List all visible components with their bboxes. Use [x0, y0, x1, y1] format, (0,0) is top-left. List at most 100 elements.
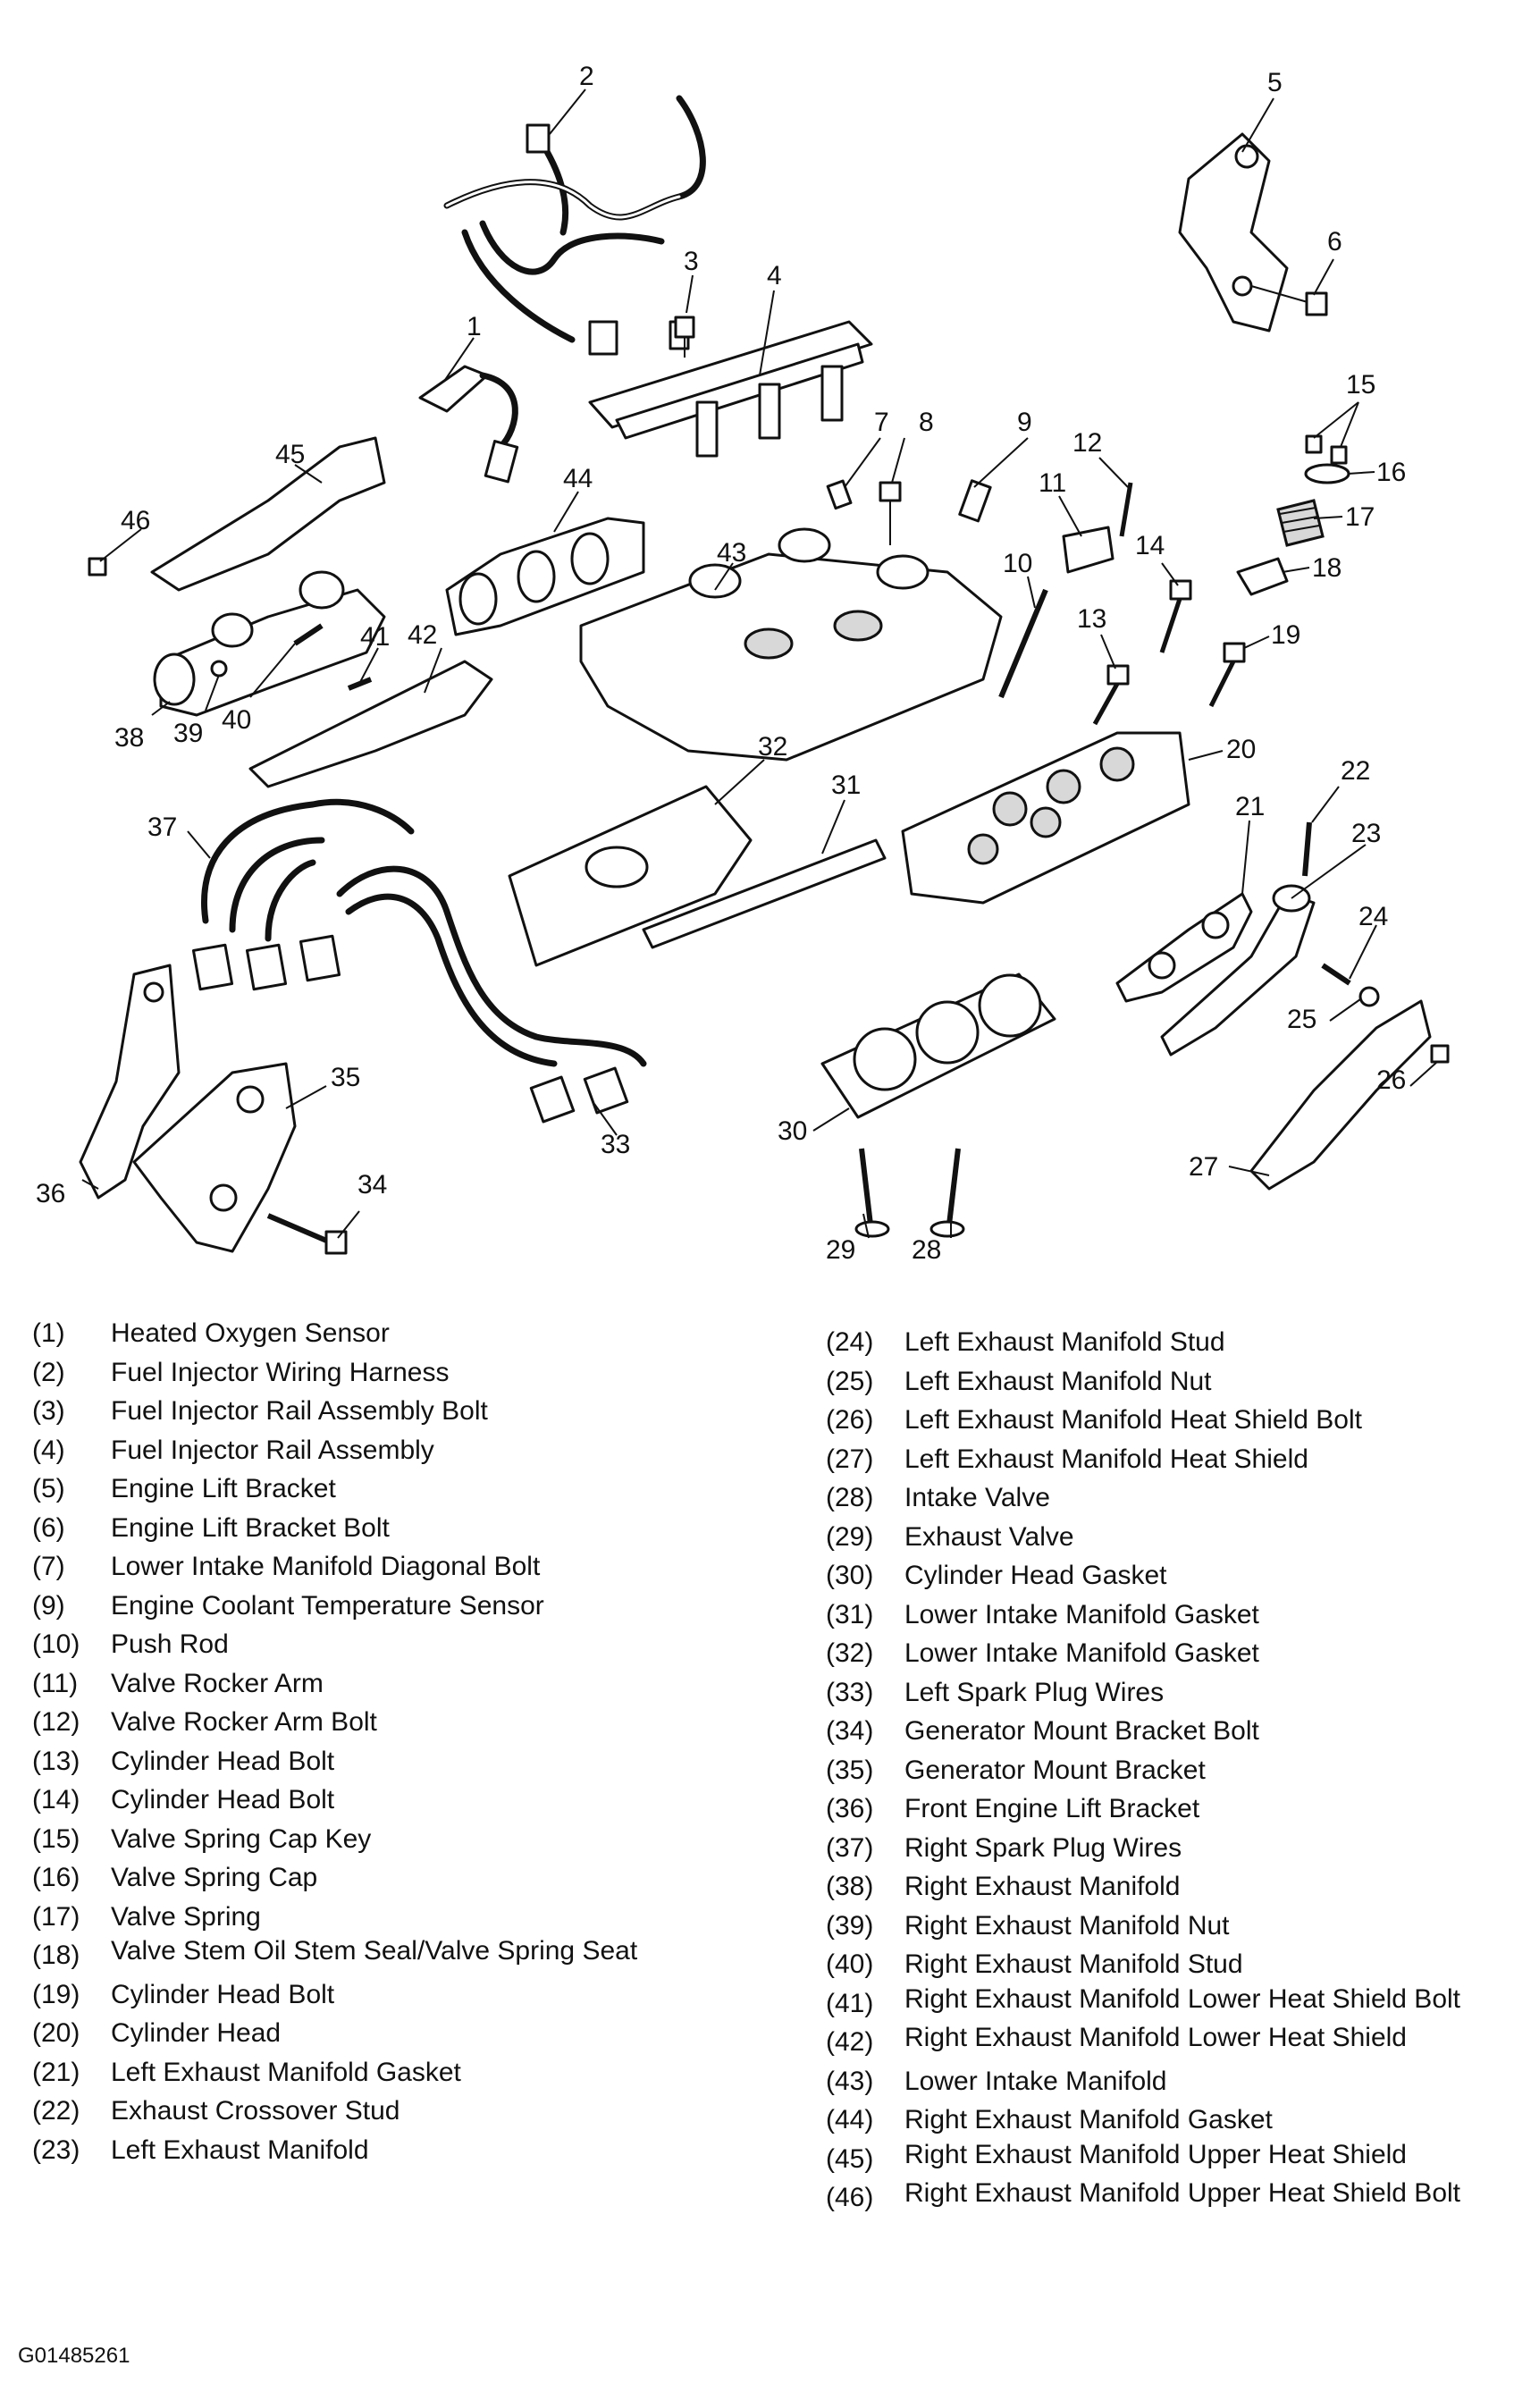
callout-leaders [81, 88, 1438, 1239]
legend-item: (17)Valve Spring [32, 1898, 683, 1937]
part-front-engine-lift-bracket [79, 964, 181, 1200]
legend-item-number: (36) [826, 1794, 874, 1823]
legend-item: (13)Cylinder Head Bolt [32, 1742, 683, 1781]
part-fuel-rail-bolt [674, 316, 695, 358]
legend-item-label: Right Exhaust Manifold Nut [904, 1910, 1230, 1941]
legend-item: (21) Left Exhaust Manifold Gasket [32, 2053, 683, 2092]
callout-26: 26 [1376, 1065, 1406, 1095]
legend-item-label: Push Rod [111, 1629, 229, 1659]
legend-item-number: (44) [826, 2105, 874, 2134]
legend-item-label: Fuel Injector Rail Assembly Bolt [111, 1396, 488, 1426]
legend-item-label: Right Spark Plug Wires [904, 1832, 1182, 1863]
callout-14: 14 [1135, 531, 1165, 560]
legend-item-number: (14) [32, 1785, 80, 1814]
legend-item-number: (9) [32, 1590, 65, 1621]
legend-item: (39)Right Exhaust Manifold Nut [826, 1907, 1476, 1946]
callout-35: 35 [331, 1063, 360, 1092]
legend-item-number: (32) [826, 1638, 874, 1668]
legend-item-number: (16) [32, 1863, 80, 1892]
part-push-rod [998, 588, 1048, 699]
part-left-exhaust-manifold-gasket [1115, 892, 1253, 1003]
legend-item-number: (7) [32, 1552, 65, 1581]
legend-item-label: Generator Mount Bracket Bolt [904, 1716, 1259, 1746]
legend-item-label: Left Exhaust Manifold Heat Shield [904, 1444, 1308, 1474]
legend-item: (32)Lower Intake Manifold Gasket [826, 1634, 1476, 1673]
legend-item-number: (6) [32, 1512, 65, 1543]
callout-32: 32 [758, 732, 787, 762]
legend-item-label: Front Engine Lift Bracket [904, 1794, 1200, 1823]
part-engine-lift-bracket [1178, 132, 1289, 333]
exploded-engine-diagram: 1 2 3 4 5 6 7 8 9 10 11 12 13 14 15 16 1… [36, 62, 1450, 1265]
callout-3: 3 [684, 247, 699, 276]
legend-item-number: (28) [826, 1483, 874, 1512]
callout-29: 29 [826, 1235, 855, 1265]
callout-9: 9 [1017, 408, 1032, 437]
part-bolt-8 [879, 481, 902, 545]
callout-19: 19 [1271, 620, 1300, 650]
legend-item-label: Cylinder Head Bolt [111, 1746, 335, 1776]
callout-31: 31 [831, 770, 861, 800]
legend-item-label: Heated Oxygen Sensor [111, 1318, 390, 1348]
part-exhaust-valve [854, 1148, 890, 1238]
part-right-exhaust-manifold [153, 570, 386, 717]
part-generator-mount-bracket-bolt [266, 1213, 348, 1255]
callout-37: 37 [147, 812, 177, 842]
legend-item-label: Valve Spring Cap [111, 1863, 318, 1892]
legend-item: (1)Heated Oxygen Sensor [32, 1314, 683, 1353]
part-intake-valve [929, 1148, 965, 1238]
legend-item-number: (18) [32, 1941, 80, 1970]
legend-item-label: Left Exhaust Manifold Stud [904, 1327, 1225, 1357]
part-lower-intake-diagonal-bolt [826, 479, 853, 510]
part-generator-mount-bracket [132, 1062, 297, 1253]
legend-item-number: (4) [32, 1435, 65, 1465]
legend-item-label: Right Exhaust Manifold Lower Heat Shield [904, 2023, 1407, 2052]
part-cylinder-head-bolt-19 [1208, 642, 1246, 708]
part-left-exhaust-heat-shield-bolt [1430, 1044, 1450, 1064]
legend-left-column: (1)Heated Oxygen Sensor(2)Fuel Injector … [32, 1314, 683, 2169]
legend-item-number: (19) [32, 1979, 80, 2009]
legend-item-label: Fuel Injector Rail Assembly [111, 1435, 434, 1465]
legend-item: (24)Left Exhaust Manifold Stud [826, 1323, 1476, 1362]
legend-item: (3)Fuel Injector Rail Assembly Bolt [32, 1392, 683, 1431]
callout-45: 45 [275, 440, 305, 469]
legend-item: (41)Right Exhaust Manifold Lower Heat Sh… [826, 1984, 1476, 2024]
legend-item-label: Left Exhaust Manifold [111, 2134, 369, 2165]
part-cylinder-head-gasket [820, 972, 1056, 1119]
legend-item-label: Left Spark Plug Wires [904, 1677, 1165, 1707]
legend-item-label: Right Exhaust Manifold [904, 1872, 1181, 1901]
callout-33: 33 [601, 1130, 630, 1159]
legend-item-number: (25) [826, 1366, 874, 1396]
legend-item-label: Exhaust Crossover Stud [111, 2096, 400, 2126]
legend-item: (7)Lower Intake Manifold Diagonal Bolt [32, 1547, 683, 1587]
legend-right-column: (24)Left Exhaust Manifold Stud (25) Left E… [826, 1323, 1476, 2218]
callout-20: 20 [1226, 735, 1256, 764]
callout-34: 34 [357, 1170, 387, 1200]
legend-item-number: (21) [32, 2057, 80, 2087]
part-right-spark-plug-wires [191, 798, 415, 991]
legend-item: (42)Right Exhaust Manifold Lower Heat Sh… [826, 2023, 1476, 2062]
legend-item: (10)Push Rod [32, 1625, 683, 1664]
part-left-exhaust-manifold-stud [1321, 963, 1351, 986]
callout-44: 44 [563, 464, 593, 493]
part-left-exhaust-manifold-nut [1358, 986, 1380, 1007]
callout-10: 10 [1003, 549, 1032, 578]
callout-30: 30 [778, 1116, 807, 1146]
legend-item: (20)Cylinder Head [32, 2014, 683, 2053]
legend-item-number: (45) [826, 2143, 874, 2174]
legend-item-label: Left Exhaust Manifold Gasket [111, 2057, 461, 2087]
legend-item-number: (11) [32, 1668, 79, 1698]
part-left-exhaust-manifold-heat-shield [1249, 999, 1432, 1191]
legend-item: (19)Cylinder Head Bolt [32, 1975, 683, 2015]
legend-item-label: Valve Rocker Arm [111, 1668, 324, 1698]
legend-item: (40)Right Exhaust Manifold Stud [826, 1945, 1476, 1984]
legend-item: (12)Valve Rocker Arm Bolt [32, 1703, 683, 1742]
legend-item: (35)Generator Mount Bracket [826, 1751, 1476, 1790]
legend-item-number: (15) [32, 1823, 80, 1854]
legend-item-label: Engine Lift Bracket [111, 1474, 336, 1503]
callout-22: 22 [1341, 756, 1370, 786]
part-lower-intake-gasket-31 [642, 838, 887, 949]
part-lower-intake-manifold [579, 527, 1003, 762]
callout-23: 23 [1351, 819, 1381, 848]
callout-39: 39 [173, 719, 203, 748]
legend-item-label: Fuel Injector Wiring Harness [111, 1357, 450, 1387]
